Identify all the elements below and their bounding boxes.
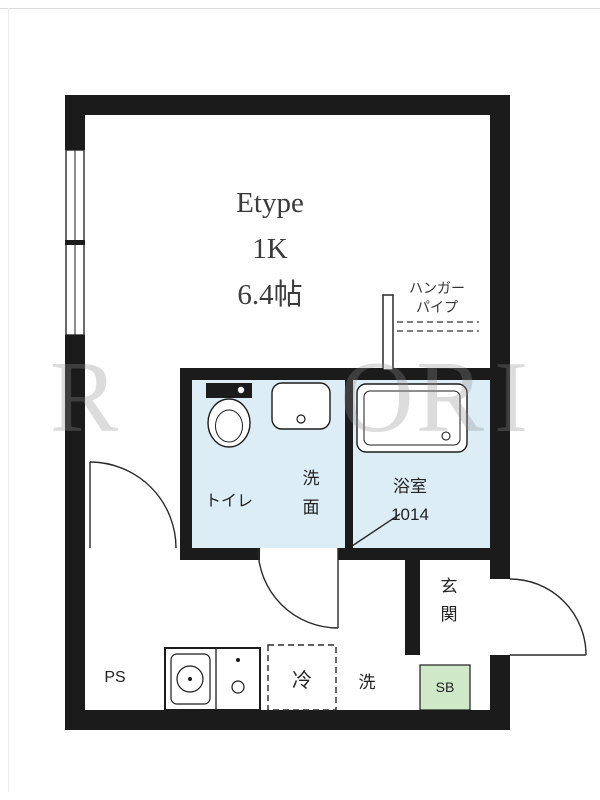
washroom-label: 洗 面	[302, 469, 320, 517]
kitchen-unit-icon	[164, 647, 261, 711]
refrigerator-label: 冷	[292, 670, 312, 692]
door-swings	[89, 461, 587, 656]
shoe-box-label: SB	[435, 679, 455, 695]
washroom-door-arc	[257, 547, 339, 629]
page-border-top	[0, 8, 600, 9]
entrance-label: 玄 関	[440, 577, 458, 624]
hanger-pipe-icon	[382, 294, 479, 371]
page-border-left	[8, 8, 9, 792]
room-size-label: 6.4帖	[237, 279, 303, 311]
toilet-label: トイレ	[204, 493, 253, 510]
bath-door-line	[351, 513, 401, 547]
entrance-door-arc	[509, 578, 587, 656]
washing-machine-label: 洗	[358, 673, 376, 692]
hanger-pipe-label: ハンガー パイプ	[409, 280, 465, 315]
room-layout-label: 1K	[252, 233, 288, 265]
refrigerator-space-box	[267, 644, 337, 711]
walls	[65, 95, 510, 730]
room-title: Etype 1K 6.4帖	[160, 180, 380, 318]
wet-area-fills	[192, 380, 490, 548]
bathtub-icon	[356, 383, 468, 453]
pipe-space-label: PS	[104, 669, 126, 686]
main-room-door-arc	[89, 461, 177, 549]
room-type-label: Etype	[236, 187, 304, 219]
window-left	[65, 149, 85, 336]
bathroom-label: 浴室 1014	[391, 477, 429, 524]
sink-icon	[271, 382, 331, 430]
shoe-box-rect	[419, 664, 471, 711]
toilet-icon	[206, 383, 252, 448]
